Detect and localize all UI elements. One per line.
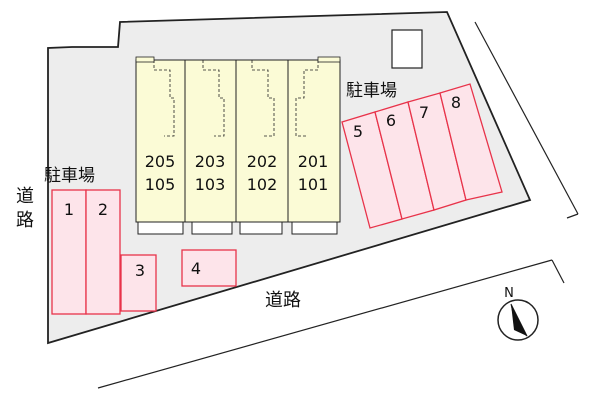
parking-space-label-2: 2 [98, 200, 108, 219]
unit-column-4 [287, 59, 341, 235]
parking-right [341, 83, 503, 229]
road-lines [97, 21, 579, 389]
road-left-label-2: 路 [16, 210, 34, 231]
parking-space-label-1: 1 [64, 200, 74, 219]
unit-column-1 [135, 59, 186, 235]
utility-box [391, 29, 423, 69]
parking-space-8 [439, 83, 503, 201]
unit-column-3 [235, 59, 289, 235]
parking-space-2 [85, 189, 121, 315]
unit-101: 101 [298, 175, 329, 194]
north-label: N [504, 286, 514, 301]
parking-space-1 [51, 189, 87, 315]
road-left-label-1: 道 [16, 186, 34, 207]
unit-103: 103 [195, 175, 226, 194]
north-arrow-icon: N [497, 286, 539, 341]
parking-space-label-4: 4 [191, 259, 201, 278]
unit-column-2 [184, 59, 237, 235]
parking-space-3 [120, 254, 157, 312]
building: 205 105 203 103 202 102 201 101 [135, 56, 341, 235]
unit-105: 105 [145, 175, 176, 194]
parking-left-label: 駐車場 [44, 166, 95, 186]
parking-space-4 [181, 249, 237, 287]
unit-205: 205 [145, 152, 176, 171]
parking-left [51, 189, 237, 315]
parking-space-label-8: 8 [451, 93, 461, 112]
unit-203: 203 [195, 152, 226, 171]
parking-space-label-6: 6 [386, 111, 396, 130]
road-bottom-label: 道路 [265, 290, 301, 311]
unit-102: 102 [247, 175, 278, 194]
parking-space-label-5: 5 [353, 122, 363, 141]
parking-right-label: 駐車場 [346, 81, 397, 101]
parking-space-label-3: 3 [135, 261, 145, 280]
unit-201: 201 [298, 152, 329, 171]
parking-space-label-7: 7 [419, 103, 429, 122]
unit-202: 202 [247, 152, 278, 171]
